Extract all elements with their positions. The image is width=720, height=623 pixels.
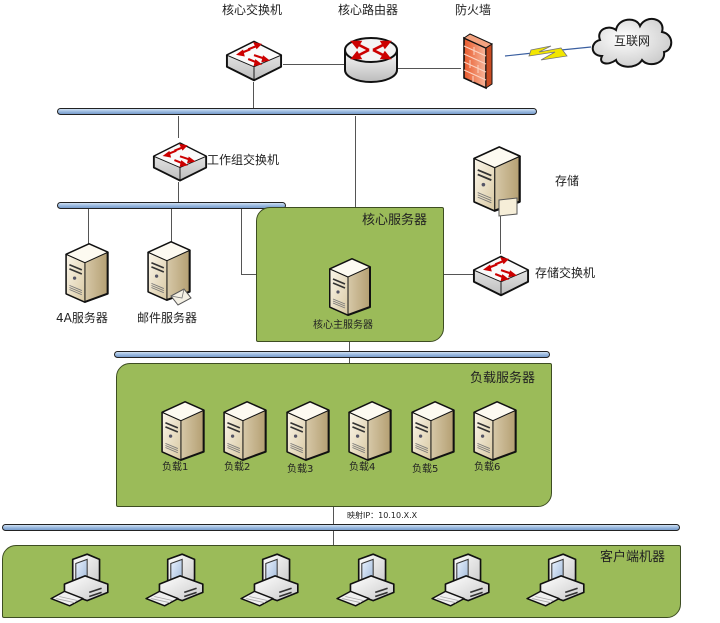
load-server-icon <box>347 400 393 462</box>
link-storage-storage-switch <box>500 212 502 254</box>
load-server-icon <box>222 400 268 462</box>
storage-switch-icon <box>472 252 530 298</box>
load-server-label: 负载2 <box>224 462 251 473</box>
core-zone-title: 核心服务器 <box>362 213 428 228</box>
link-bus1-workgroup-switch <box>178 116 180 138</box>
load-server-label: 负载4 <box>349 462 376 473</box>
load-server-label: 负载3 <box>287 464 314 475</box>
mail-server-label: 邮件服务器 <box>137 311 198 325</box>
storage-disk-icon <box>498 197 518 217</box>
core-switch-icon <box>225 37 283 83</box>
load-server-label: 负载6 <box>474 462 501 473</box>
internet-label: 互联网 <box>614 34 651 48</box>
workgroup-bus <box>57 202 286 209</box>
core-router-label: 核心路由器 <box>338 3 399 17</box>
core-main-server-icon <box>328 257 372 317</box>
storage-switch-label: 存储交换机 <box>535 266 596 280</box>
load-server-icon <box>285 400 331 462</box>
wireless-link-icon <box>504 45 592 61</box>
core-main-server-label: 核心主服务器 <box>313 320 373 331</box>
firewall-icon <box>462 33 494 90</box>
load-zone-title: 负载服务器 <box>470 371 536 386</box>
load-bus <box>114 351 550 358</box>
link-bus2-4a-server <box>88 209 90 245</box>
core-router-icon <box>344 37 398 83</box>
mapped-ip-label: 映射IP：10.10.X.X <box>347 511 418 520</box>
link-bus2-core-zone-h <box>241 274 257 276</box>
internet-cloud-icon <box>591 17 673 68</box>
client-pc-icon <box>50 545 114 615</box>
storage-label: 存储 <box>555 174 580 188</box>
core-server-zone <box>256 207 444 342</box>
load-server-icon <box>410 400 456 462</box>
mail-envelope-icon <box>170 288 192 306</box>
link-workgroup-switch-bus2 <box>178 182 180 204</box>
client-pc-icon <box>336 545 400 615</box>
load-server-label: 负载5 <box>412 464 439 475</box>
backbone-bus-top <box>57 108 537 115</box>
link-switch-router <box>283 64 345 66</box>
client-zone-title: 客户端机器 <box>600 550 666 565</box>
firewall-label: 防火墙 <box>455 3 492 17</box>
client-bus <box>2 524 680 531</box>
4a-server-icon <box>64 242 110 304</box>
link-bus2-mail-server <box>171 209 173 242</box>
client-pc-icon <box>431 545 495 615</box>
link-router-firewall <box>398 68 461 70</box>
core-switch-label: 核心交换机 <box>222 3 283 17</box>
link-bus1-core-server <box>355 116 357 246</box>
link-core-switch-bus1 <box>253 82 255 110</box>
link-core-zone-storage-switch <box>443 274 475 276</box>
load-server-icon <box>160 400 206 462</box>
link-core-zone-bus3 <box>349 340 351 352</box>
client-pc-icon <box>526 545 590 615</box>
workgroup-switch-icon <box>152 138 208 184</box>
client-pc-icon <box>240 545 304 615</box>
load-server-label: 负载1 <box>162 462 189 473</box>
load-server-icon <box>472 400 518 462</box>
workgroup-switch-label: 工作组交换机 <box>207 153 280 167</box>
link-bus2-core-zone <box>241 209 243 274</box>
4a-server-label: 4A服务器 <box>56 311 108 325</box>
client-pc-icon <box>145 545 209 615</box>
